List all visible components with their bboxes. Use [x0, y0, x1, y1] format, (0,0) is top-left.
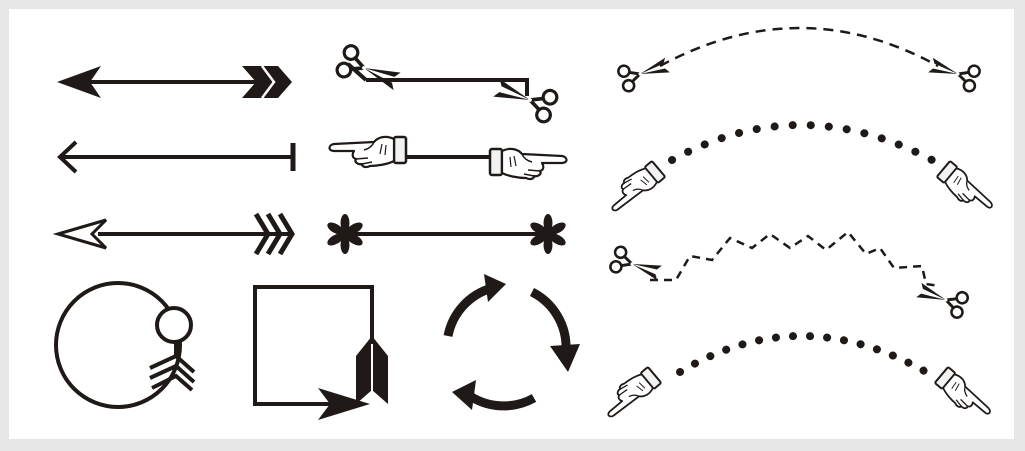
circle-loop-arrow-icon [54, 281, 196, 409]
scissors-zigzag-icon [607, 230, 971, 321]
hands-dotted-arc-icon [601, 121, 999, 220]
pointing-hands-line-icon [328, 135, 568, 181]
scissors-cut-line-icon [333, 41, 561, 126]
hands-dotted-arc-small-icon [597, 332, 997, 426]
asterisk-line-icon [325, 214, 568, 254]
artboard [9, 9, 1014, 439]
arrow-bar-icon [57, 140, 296, 174]
arrow-clipart-set [52, 26, 999, 426]
scissors-dashed-arc-icon [615, 26, 983, 95]
arrow-chevron-feather-icon [52, 212, 295, 256]
square-loop-arrow-icon [253, 285, 388, 420]
cycle-arrows-icon [443, 274, 580, 411]
arrow-fletched-icon [57, 65, 292, 99]
